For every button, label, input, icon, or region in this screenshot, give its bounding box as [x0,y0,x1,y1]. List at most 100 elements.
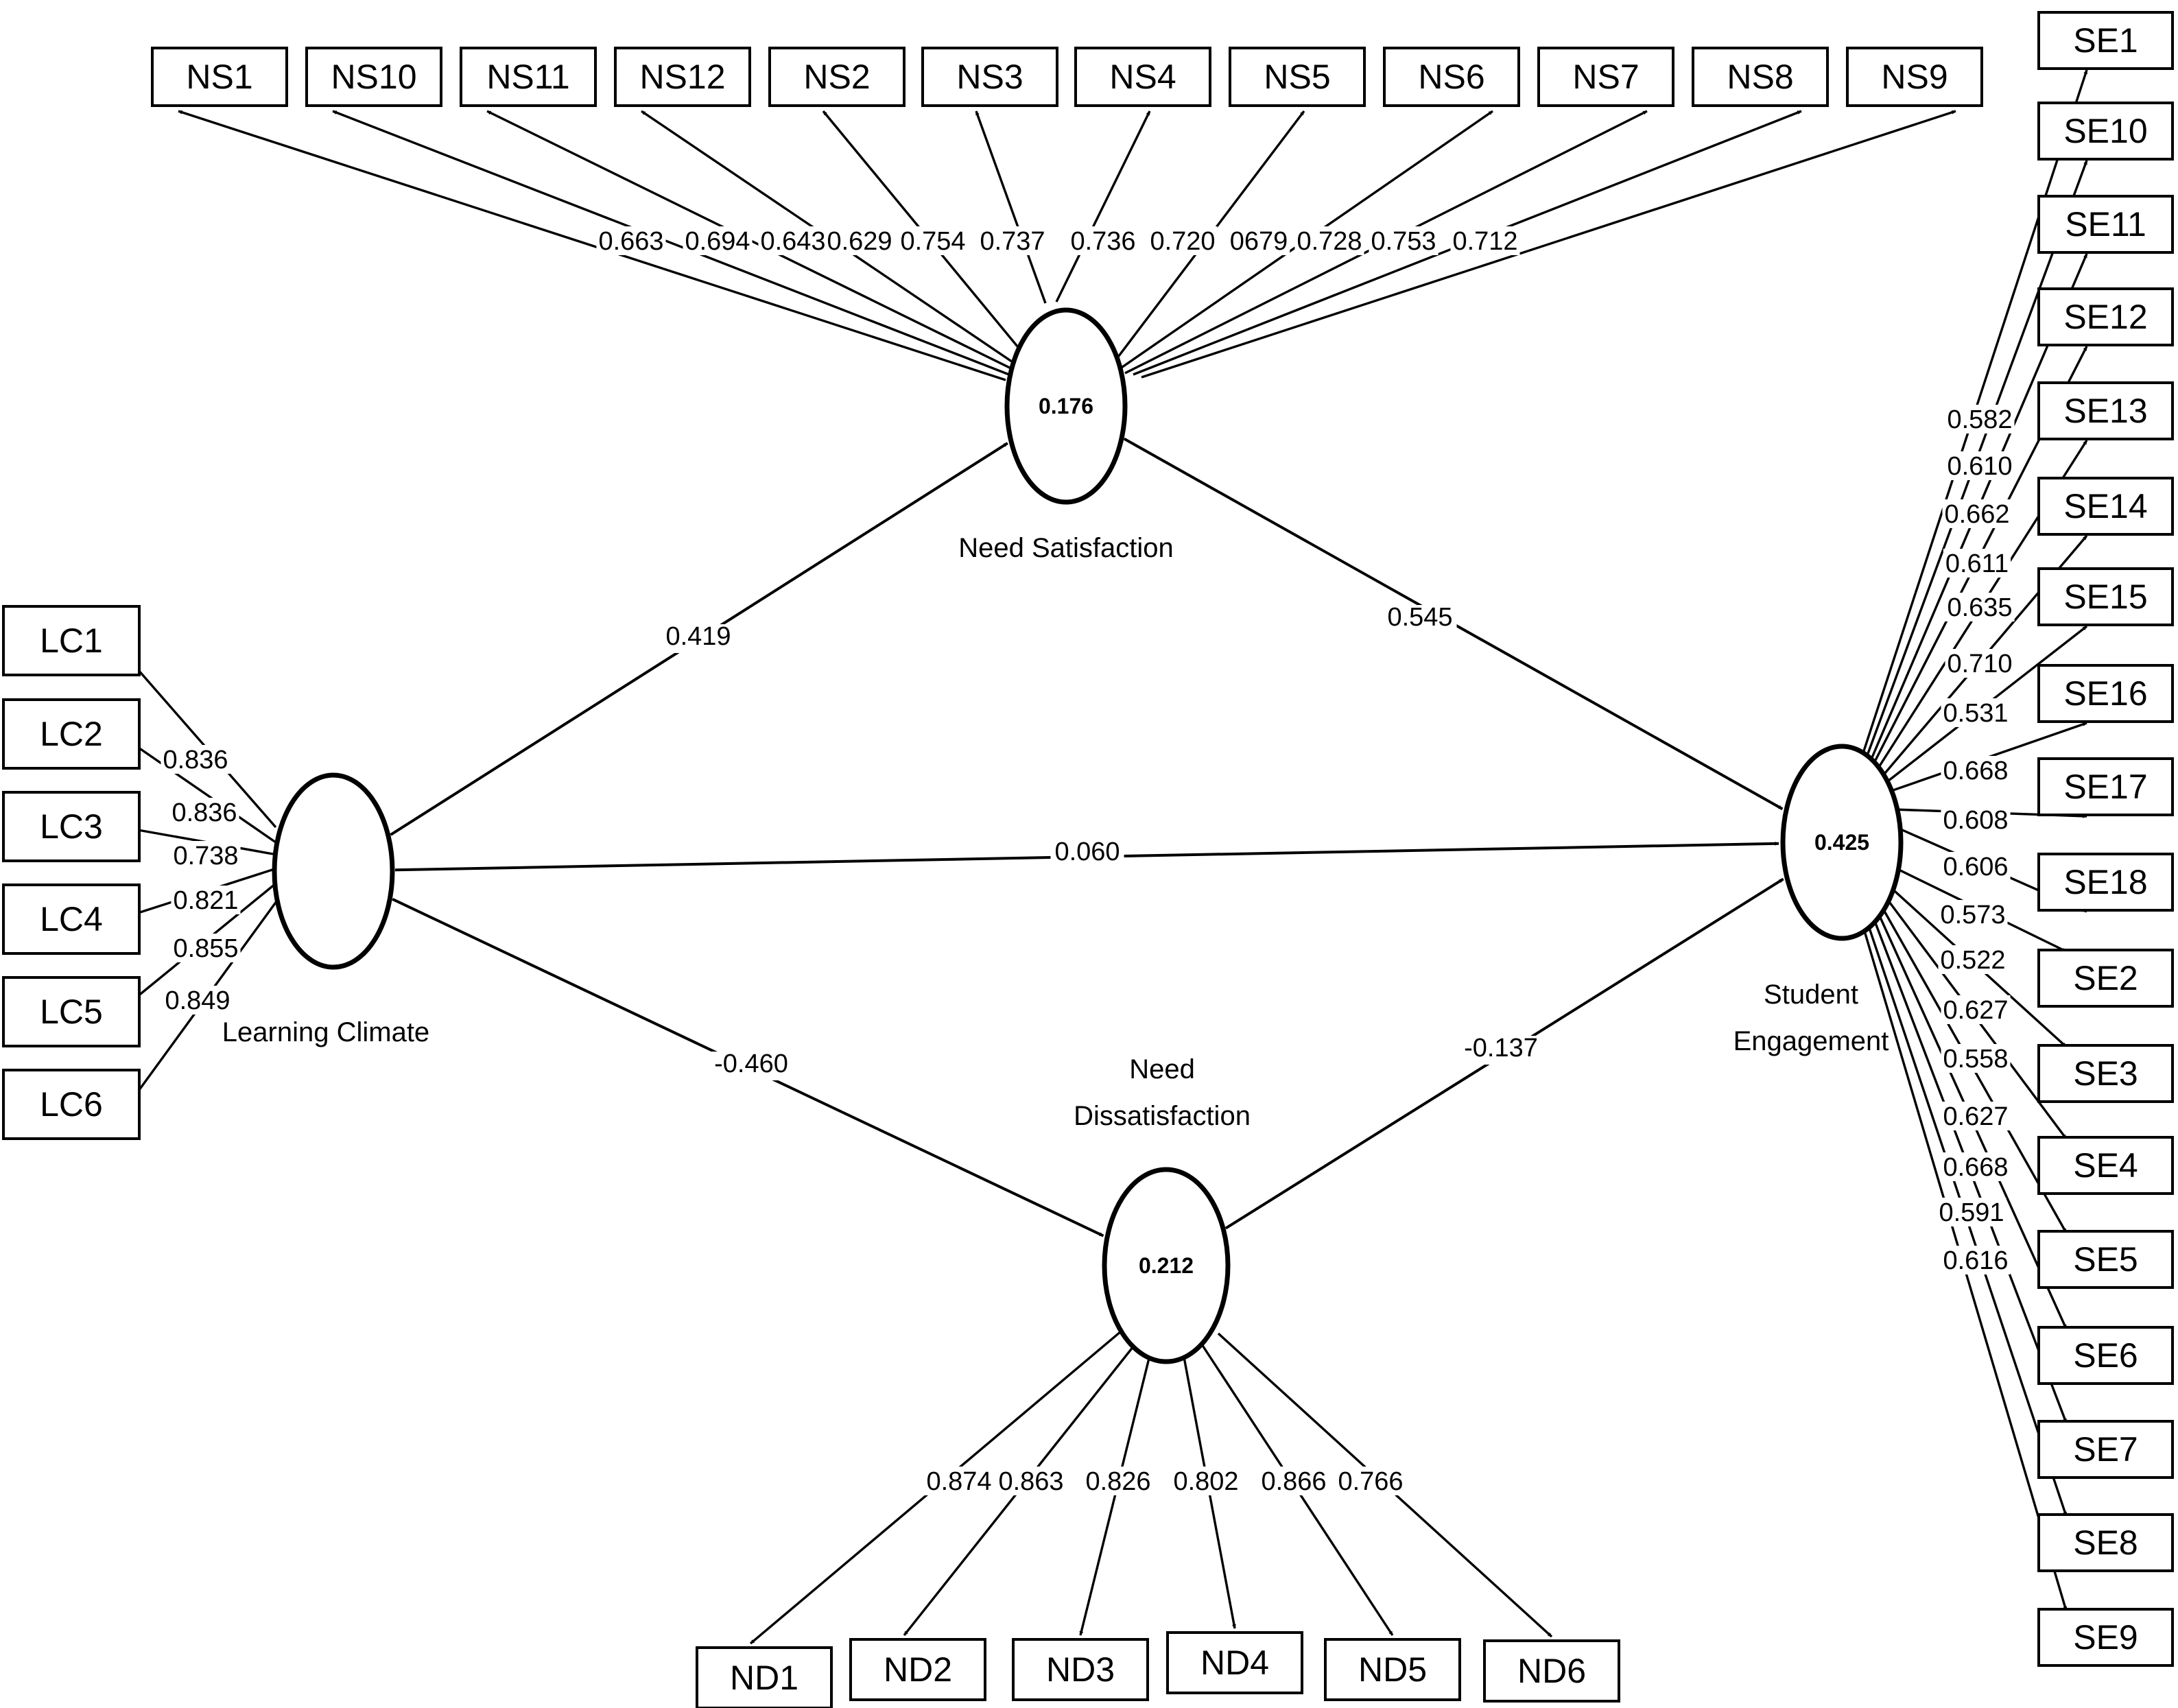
loading-value-ns2: 0.754 [900,227,965,256]
construct-ellipse [1004,307,1128,505]
indicator-se6: SE6 [2037,1326,2174,1385]
loading-edge-ns10 [332,110,1013,377]
loading-value-se7: 0.668 [1943,1153,2008,1182]
indicator-label-se15: SE15 [2063,578,2147,616]
indicator-label-se4: SE4 [2073,1146,2138,1185]
construct-name-ns: Need Satisfaction [958,533,1174,563]
indicator-ns9: NS9 [1846,47,1983,107]
indicator-label-lc4: LC4 [40,900,103,938]
path-coef-bg [710,1052,792,1080]
loading-value-bg [1941,805,2011,834]
indicator-box [1229,47,1366,107]
loading-edge-ns4 [1055,110,1151,303]
construct-name-lc: Learning Climate [222,1017,429,1047]
loading-value-bg [1941,1102,2011,1130]
loading-value-bg [1943,549,2011,578]
loading-value-bg [163,986,233,1015]
indicator-se5: SE5 [2037,1230,2174,1289]
loading-value-bg [1941,852,2011,881]
loading-value-bg [1945,451,2015,480]
loading-value-nd4: 0.802 [1173,1467,1238,1496]
indicator-se7: SE7 [2037,1420,2174,1479]
loading-value-nd3: 0.826 [1085,1467,1150,1496]
indicator-label-se17: SE17 [2063,768,2147,806]
indicator-lc4: LC4 [2,883,141,955]
loading-value-bg [1941,756,2011,785]
indicator-label-se14: SE14 [2063,487,2147,525]
loading-value-se1: 0.582 [1947,405,2012,434]
loading-value-bg [1941,698,2011,727]
loading-value-bg [1369,226,1439,255]
loading-value-lc2: 0.836 [171,798,237,827]
path-coef-ns-se: 0.545 [1387,603,1452,632]
indicator-se13: SE13 [2037,381,2174,440]
loading-value-nd6: 0.766 [1338,1467,1403,1496]
indicator-nd1: ND1 [696,1646,833,1708]
indicator-box [1483,1639,1620,1703]
indicator-box [2037,853,2174,912]
indicator-se10: SE10 [2037,102,2174,161]
indicator-label-nd3: ND3 [1046,1650,1115,1689]
indicator-box [2037,1420,2174,1479]
indicator-label-se3: SE3 [2073,1054,2138,1093]
loading-value-lc5: 0.855 [173,934,238,963]
indicator-nd3: ND3 [1012,1638,1149,1701]
construct-ellipse [1102,1167,1231,1364]
loading-value-bg [1945,649,2015,678]
indicator-box [2037,664,2174,723]
loading-value-ns4: 0.736 [1070,227,1135,256]
loading-value-ns7: 0.728 [1297,227,1362,256]
indicator-box [2037,1608,2174,1667]
path-coef-lc-ns: 0.419 [665,622,731,651]
indicator-box [2,698,141,770]
path-coef-nd-se: -0.137 [1464,1034,1538,1063]
indicator-label-se16: SE16 [2063,674,2147,713]
loading-value-bg [1945,593,2015,621]
path-coef-bg [1383,605,1457,634]
construct-name-se: Engagement [1733,1026,1889,1056]
indicator-label-ns6: NS6 [1418,58,1484,96]
loading-edge-ns9 [1141,110,1956,379]
indicator-lc1: LC1 [2,605,141,676]
loading-value-bg [171,886,241,914]
loading-value-ns8: 0.753 [1371,227,1436,256]
loading-value-bg [1148,226,1218,255]
indicator-label-se12: SE12 [2063,298,2147,336]
loading-value-se9: 0.616 [1943,1246,2008,1275]
loading-value-bg [1938,900,2008,929]
loading-value-bg [1938,945,2008,974]
loading-value-ns1: 0.663 [598,227,663,256]
loading-value-ns10: 0.694 [685,227,750,256]
loading-edge-lc2 [118,733,276,844]
loading-value-bg [171,841,241,870]
loading-value-se8: 0.591 [1939,1198,2004,1227]
indicator-box [921,47,1058,107]
loading-value-se15: 0.531 [1943,699,2008,728]
loading-edge-ns3 [975,110,1047,304]
indicator-box [1074,47,1211,107]
indicator-box [2,976,141,1047]
loading-value-bg [758,226,828,255]
indicator-box [1324,1638,1461,1701]
indicator-se9: SE9 [2037,1608,2174,1667]
indicator-label-se18: SE18 [2063,863,2147,901]
loading-value-lc1: 0.836 [163,746,228,774]
indicator-box [2037,757,2174,816]
indicator-box [2,883,141,955]
indicator-se15: SE15 [2037,567,2174,626]
loading-value-bg [171,934,241,962]
indicator-nd2: ND2 [849,1638,986,1701]
loading-value-se11: 0.662 [1944,500,2009,529]
indicator-ns5: NS5 [1229,47,1366,107]
loading-value-ns9: 0.712 [1452,227,1517,256]
indicator-label-ns5: NS5 [1264,58,1330,96]
indicator-label-nd6: ND6 [1517,1652,1586,1690]
indicator-label-lc2: LC2 [40,715,103,753]
indicator-se8: SE8 [2037,1513,2174,1572]
indicator-se17: SE17 [2037,757,2174,816]
indicator-se18: SE18 [2037,853,2174,912]
indicator-box [2037,11,2174,70]
